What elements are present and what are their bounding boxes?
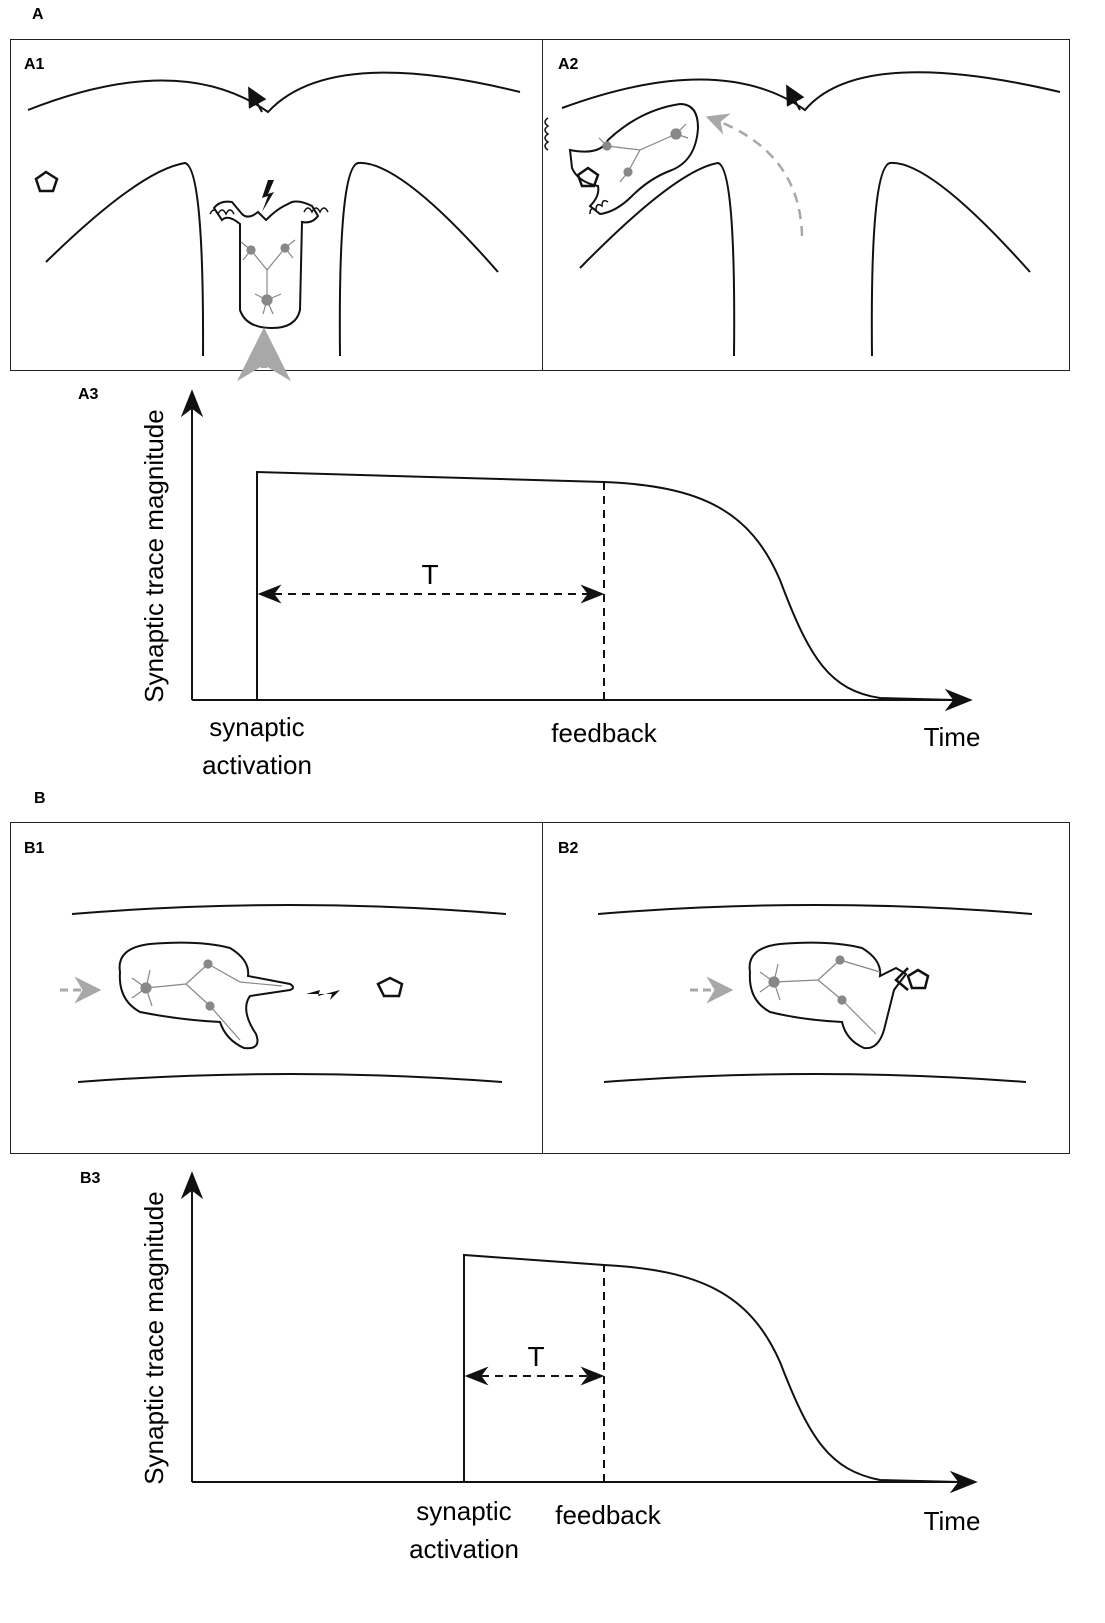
b3-activation-label-1: synaptic xyxy=(416,1496,511,1526)
b3-interval-label: T xyxy=(527,1341,544,1372)
b3-feedback-label: feedback xyxy=(555,1500,662,1530)
b3-activation-label-2: activation xyxy=(409,1534,519,1564)
b3-y-axis-label: Synaptic trace magnitude xyxy=(139,1191,169,1484)
b3-x-axis-label: Time xyxy=(924,1506,981,1536)
